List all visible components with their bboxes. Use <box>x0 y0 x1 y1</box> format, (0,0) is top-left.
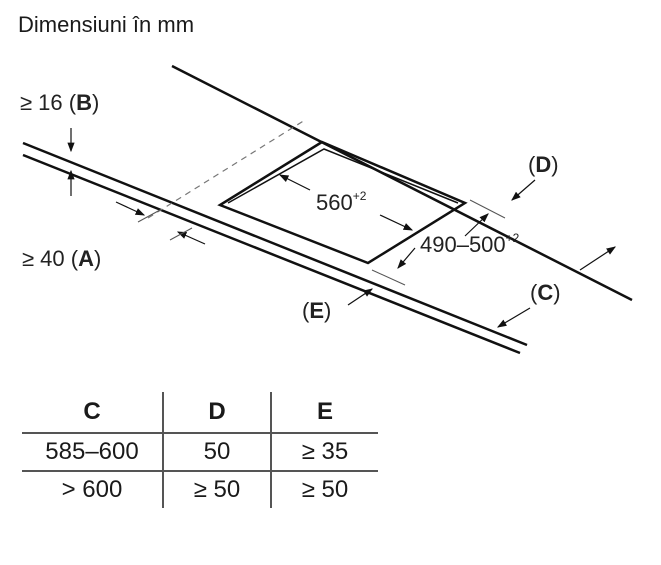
table-cell: 585–600 <box>22 432 164 471</box>
table-cell: ≥ 50 <box>271 470 378 508</box>
table-header: D <box>163 392 272 433</box>
table-cell: ≥ 35 <box>271 432 378 471</box>
clearance-table: C D E 585–600 50 ≥ 35 > 600 ≥ 50 ≥ 50 <box>22 392 378 508</box>
table-cell: 50 <box>163 432 272 471</box>
label-b: ≥ 16 (B) <box>20 90 99 115</box>
countertop-edge-bottom <box>22 153 521 355</box>
dashed-guide <box>147 119 306 219</box>
countertop-edge-top <box>22 141 528 347</box>
table-header: E <box>316 398 333 425</box>
table-cell: > 600 <box>22 470 164 508</box>
label-e: (E) <box>302 298 331 323</box>
table-header: C <box>22 392 164 433</box>
label-cutout-depth: 490–500+2 <box>420 231 520 257</box>
label-d: (D) <box>528 152 559 177</box>
table-cell: ≥ 50 <box>163 470 272 508</box>
label-cutout-width: 560+2 <box>316 189 367 215</box>
table-row: 585–600 50 ≥ 35 <box>22 432 378 471</box>
cutout-inner-edge <box>227 148 459 204</box>
table-header-row: C D E <box>22 392 378 433</box>
wall-line <box>171 64 633 302</box>
label-c: (C) <box>530 280 561 305</box>
label-a: ≥ 40 (A) <box>22 246 101 271</box>
table-row: > 600 ≥ 50 ≥ 50 <box>22 470 378 508</box>
diagram-title: Dimensiuni în mm <box>18 12 195 37</box>
cutout-outline <box>217 140 468 265</box>
